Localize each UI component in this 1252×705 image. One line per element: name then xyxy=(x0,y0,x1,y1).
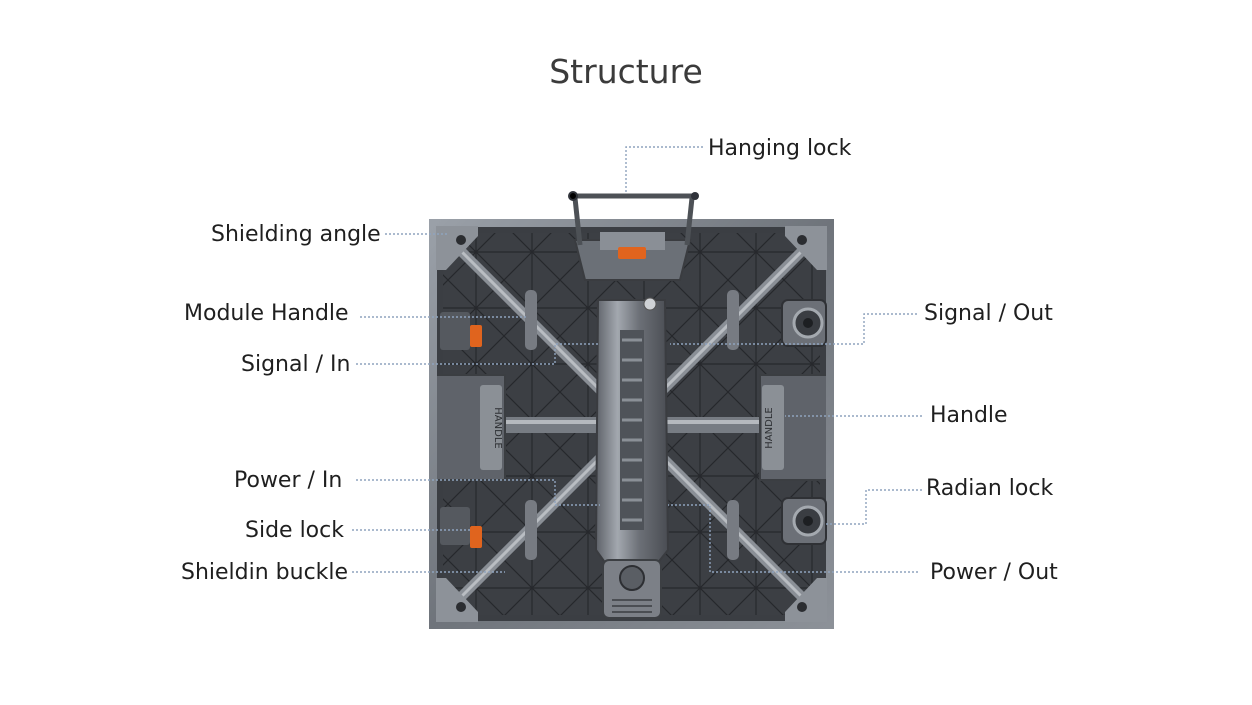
leader-lines xyxy=(352,146,922,573)
right-handle-text: HANDLE xyxy=(764,407,775,448)
leader-signal-out xyxy=(670,313,917,345)
left-handle: HANDLE xyxy=(437,374,506,481)
signal-out-port xyxy=(781,299,827,347)
label-handle: Handle xyxy=(930,403,1008,428)
led-cabinet: HANDLE HANDLE xyxy=(429,191,834,629)
label-shielding-angle: Shielding angle xyxy=(211,222,381,247)
right-handle: HANDLE xyxy=(759,374,826,481)
module-handle-latch xyxy=(470,325,482,347)
label-module-handle: Module Handle xyxy=(184,301,349,326)
label-signal-out: Signal / Out xyxy=(924,301,1053,326)
side-lock-latch xyxy=(470,526,482,548)
label-signal-in: Signal / In xyxy=(241,352,351,377)
left-handle-text: HANDLE xyxy=(492,407,503,448)
leader-signal-in xyxy=(356,343,598,365)
hanging-lock-latch xyxy=(618,247,646,259)
label-hanging-lock: Hanging lock xyxy=(708,136,852,161)
page-title: Structure xyxy=(549,52,703,91)
leader-power-out xyxy=(668,504,918,573)
radian-lock-port xyxy=(781,497,827,545)
leader-hanging-lock xyxy=(625,146,703,193)
label-shieldin-buckle: Shieldin buckle xyxy=(181,560,349,585)
label-power-out: Power / Out xyxy=(930,560,1058,585)
label-power-in: Power / In xyxy=(234,468,343,493)
label-side-lock: Side lock xyxy=(245,518,344,543)
leader-radian-lock xyxy=(824,489,922,525)
label-radian-lock: Radian lock xyxy=(926,476,1054,501)
